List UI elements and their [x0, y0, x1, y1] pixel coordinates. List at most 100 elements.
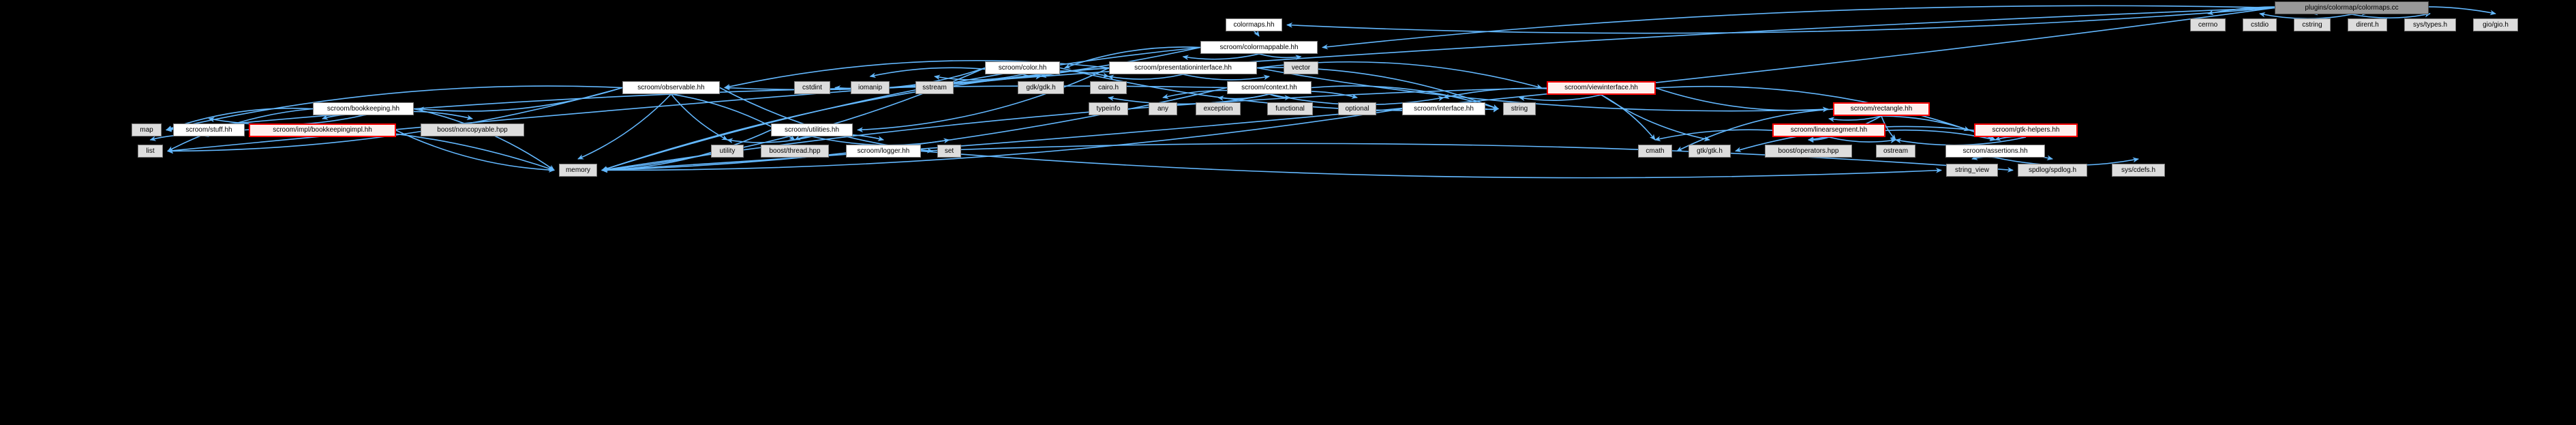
graph-node-ostream[interactable]: ostream: [1876, 145, 1915, 158]
graph-node-gtk-helpers-hh[interactable]: scroom/gtk-helpers.hh: [1974, 123, 2078, 137]
graph-node-label: scroom/presentationinterface.hh: [1134, 63, 1232, 72]
graph-node-set[interactable]: set: [937, 145, 961, 158]
graph-node-string-view[interactable]: string_view: [1946, 164, 1998, 177]
graph-node-label: utility: [719, 147, 736, 155]
graph-node-sys-types-h[interactable]: sys/types.h: [2404, 18, 2456, 31]
graph-node-label: vector: [1291, 63, 1311, 72]
graph-node-label: boost/noncopyable.hpp: [437, 126, 508, 134]
graph-node-spdlog-spdlog-h[interactable]: spdlog/spdlog.h: [2018, 164, 2087, 177]
graph-node-any[interactable]: any: [1149, 102, 1177, 115]
graph-node-label: list: [146, 147, 155, 155]
graph-node-cstring[interactable]: cstring: [2294, 18, 2331, 31]
graph-node-interface-hh[interactable]: scroom/interface.hh: [1402, 102, 1485, 115]
graph-node-list[interactable]: list: [138, 145, 163, 158]
graph-node-cmath[interactable]: cmath: [1638, 145, 1672, 158]
graph-node-cstdio[interactable]: cstdio: [2243, 18, 2277, 31]
graph-edge: [1828, 136, 1896, 144]
graph-node-functional[interactable]: functional: [1267, 102, 1313, 115]
graph-node-label: optional: [1345, 104, 1369, 113]
graph-node-sys-cdefs-h[interactable]: sys/cdefs.h: [2112, 164, 2165, 177]
graph-edge: [1676, 108, 1834, 152]
graph-node-exception[interactable]: exception: [1196, 102, 1241, 115]
graph-edge: [601, 108, 1403, 173]
graph-edge: [601, 67, 1110, 171]
graph-node-optional[interactable]: optional: [1338, 102, 1376, 115]
graph-edge: [1485, 107, 1499, 113]
graph-node-label: gio/gio.h: [2483, 20, 2509, 29]
graph-node-colormappable-hh[interactable]: scroom/colormappable.hh: [1200, 41, 1318, 54]
graph-edge: [794, 135, 813, 141]
graph-node-label: gtk/gtk.h: [1697, 147, 1723, 155]
graph-node-logger-hh[interactable]: scroom/logger.hh: [846, 145, 921, 158]
graph-node-observable-hh[interactable]: scroom/observable.hh: [622, 81, 720, 94]
graph-node-bookkeepingimpl-hh[interactable]: scroom/impl/bookkeepingimpl.hh: [249, 123, 396, 137]
graph-edge: [719, 87, 933, 153]
graph-node-label: any: [1157, 104, 1169, 113]
graph-node-dirent-h[interactable]: dirent.h: [2348, 18, 2387, 31]
graph-node-bookkeeping-hh[interactable]: scroom/bookkeeping.hh: [313, 102, 414, 115]
graph-node-cairo-h[interactable]: cairo.h: [1090, 81, 1127, 94]
graph-node-label: cairo.h: [1097, 83, 1119, 91]
graph-edge: [1256, 67, 1829, 113]
graph-edge: [1182, 53, 1260, 61]
graph-node-label: scroom/colormappable.hh: [1219, 43, 1299, 51]
graph-node-noncopyable-hpp[interactable]: boost/noncopyable.hpp: [421, 123, 524, 136]
graph-node-label: boost/operators.hpp: [1778, 147, 1839, 155]
graph-node-vector[interactable]: vector: [1284, 61, 1318, 74]
graph-edge: [601, 129, 772, 173]
graph-node-label: dirent.h: [2356, 20, 2379, 29]
graph-node-label: scroom/interface.hh: [1414, 104, 1474, 113]
graph-node-utilities-hh[interactable]: scroom/utilities.hh: [771, 123, 853, 136]
graph-edge: [1322, 5, 2275, 50]
graph-edge: [577, 93, 672, 160]
graph-node-cerrno[interactable]: cerrno: [2190, 18, 2226, 31]
graph-node-cstdint[interactable]: cstdint: [794, 81, 830, 94]
graph-edge: [1108, 93, 1270, 105]
graph-node-viewinterface-hh[interactable]: scroom/viewinterface.hh: [1547, 81, 1656, 95]
graph-edge: [1254, 30, 1260, 37]
graph-edge: [166, 85, 623, 132]
graph-node-context-hh[interactable]: scroom/context.hh: [1227, 81, 1312, 94]
graph-node-label: scroom/observable.hh: [637, 83, 705, 91]
graph-node-presentationinterface-hh[interactable]: scroom/presentationinterface.hh: [1109, 61, 1257, 74]
graph-node-label: scroom/logger.hh: [857, 147, 910, 155]
graph-node-gio-gio-h[interactable]: gio/gio.h: [2473, 18, 2518, 31]
graph-node-iomanip[interactable]: iomanip: [851, 81, 890, 94]
graph-node-label: cmath: [1646, 147, 1665, 155]
graph-edge: [727, 136, 813, 144]
graph-node-stuff-hh[interactable]: scroom/stuff.hh: [173, 123, 245, 136]
graph-node-label: scroom/bookkeeping.hh: [327, 104, 400, 113]
graph-node-boost-operators-hpp[interactable]: boost/operators.hpp: [1765, 145, 1852, 158]
graph-edge: [1217, 93, 1270, 101]
graph-node-typeinfo[interactable]: typeinfo: [1089, 102, 1128, 115]
graph-node-label: cstdio: [2250, 20, 2269, 29]
graph-node-label: scroom/impl/bookkeepingimpl.hh: [273, 126, 372, 134]
graph-edge: [1064, 46, 1201, 69]
graph-edge: [2351, 12, 2431, 19]
graph-node-label: string: [1511, 104, 1528, 113]
graph-node-rectangle-hh[interactable]: scroom/rectangle.hh: [1833, 102, 1930, 116]
graph-node-gdk-gdk-h[interactable]: gdk/gdk.h: [1018, 81, 1064, 94]
graph-node-memory[interactable]: memory: [559, 164, 597, 177]
graph-node-linearsegment-hh[interactable]: scroom/linearsegment.hh: [1772, 123, 1885, 137]
graph-node-colormaps-hh[interactable]: colormaps.hh: [1226, 18, 1282, 31]
graph-node-label: set: [944, 147, 954, 155]
graph-edge: [1655, 87, 1829, 113]
graph-node-boost-thread-hpp[interactable]: boost/thread.hpp: [761, 145, 829, 158]
graph-node-label: spdlog/spdlog.h: [2028, 166, 2077, 174]
graph-edge: [418, 87, 623, 113]
graph-node-assertions-hh[interactable]: scroom/assertions.hh: [1945, 145, 2045, 158]
graph-node-label: scroom/context.hh: [1241, 83, 1297, 91]
graph-node-color-hh[interactable]: scroom/color.hh: [985, 61, 1060, 74]
graph-node-utility[interactable]: utility: [711, 145, 744, 158]
graph-node-sstream[interactable]: sstream: [915, 81, 954, 94]
graph-node-gtk-gtk-h[interactable]: gtk/gtk.h: [1688, 145, 1731, 158]
graph-edge: [601, 46, 1201, 171]
graph-node-root[interactable]: plugins/colormap/colormaps.cc: [2275, 1, 2429, 14]
graph-node-map[interactable]: map: [132, 123, 162, 136]
graph-edge: [1828, 115, 1882, 123]
graph-node-string[interactable]: string: [1503, 102, 1536, 115]
graph-node-label: plugins/colormap/colormaps.cc: [2305, 3, 2399, 12]
graph-node-label: scroom/utilities.hh: [784, 126, 840, 134]
graph-node-label: cstdint: [802, 83, 822, 91]
